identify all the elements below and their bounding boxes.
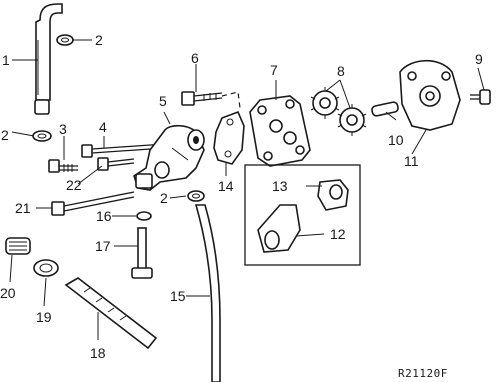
- washer-part: [32, 130, 52, 142]
- callout-5: 5: [159, 93, 167, 109]
- cover-plate-part: [249, 95, 311, 167]
- callout-9: 9: [475, 51, 483, 67]
- shaft-part: [371, 101, 399, 117]
- valve-cap-part: [317, 179, 349, 211]
- assembly-dash-line: [221, 91, 241, 109]
- callout-8: 8: [337, 63, 345, 79]
- callout-11: 11: [404, 153, 419, 169]
- callout-7: 7: [270, 62, 278, 78]
- bolt-part: [181, 91, 223, 106]
- callout-10: 10: [388, 132, 404, 148]
- pickup-tube-part: [34, 3, 63, 115]
- callout-13: 13: [272, 178, 288, 194]
- callout-21: 21: [15, 200, 31, 216]
- callout-2: 2: [160, 190, 168, 206]
- callout-12: 12: [330, 226, 346, 242]
- callout-16: 16: [96, 208, 112, 224]
- callout-1: 1: [2, 52, 10, 68]
- callout-19: 19: [36, 309, 52, 325]
- long-bolt-part: [97, 157, 135, 171]
- filter-tube-part: [64, 277, 158, 350]
- pump-housing-part: [399, 60, 461, 131]
- callouts: 1 2 2 2 3 4 5 6 7 8 9 10 11 12 13 14 15 …: [0, 32, 483, 380]
- dipstick-part: [131, 227, 153, 279]
- callout-15: 15: [170, 288, 186, 304]
- callout-2: 2: [1, 127, 9, 143]
- drive-gear-part: [310, 87, 340, 119]
- callout-3: 3: [59, 121, 67, 137]
- seal-ring-part: [33, 259, 59, 277]
- short-bolt-part: [48, 159, 78, 173]
- callout-17: 17: [95, 238, 111, 254]
- callout-22: 22: [66, 177, 82, 193]
- washer-part: [56, 34, 74, 46]
- callout-6: 6: [191, 50, 199, 66]
- callout-4: 4: [99, 119, 107, 135]
- long-bolt-part: [51, 191, 135, 216]
- inset-box: [244, 164, 361, 266]
- callout-14: 14: [218, 178, 234, 194]
- callout-18: 18: [90, 345, 106, 361]
- reference-code: R21120F: [398, 367, 448, 380]
- leader-lines: [9, 39, 485, 340]
- gasket-part: [213, 110, 245, 165]
- cap-part: [5, 237, 31, 255]
- hose-part: [194, 204, 221, 382]
- relief-valve-body-part: [257, 204, 301, 253]
- callout-2: 2: [95, 32, 103, 48]
- plug-part: [470, 89, 491, 105]
- callout-20: 20: [0, 285, 16, 301]
- washer-part: [187, 190, 205, 202]
- small-washer-part: [136, 211, 152, 221]
- pump-body-part: [133, 124, 205, 191]
- driven-gear-part: [337, 104, 367, 136]
